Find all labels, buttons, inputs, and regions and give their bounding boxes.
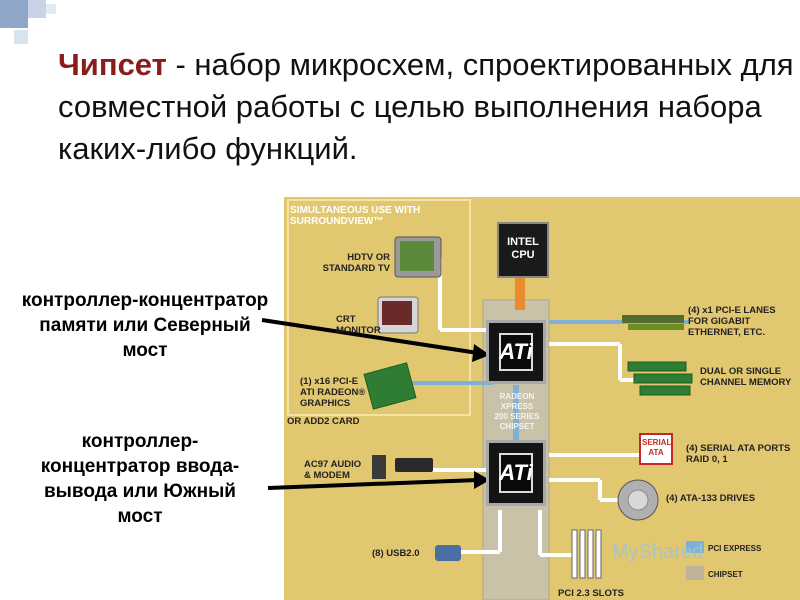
pcie-slot-icon <box>622 315 684 323</box>
ata-label: (4) ATA-133 DRIVES <box>666 493 756 504</box>
south-bridge-callout: контроллер-концентратор ввода-вывода или… <box>40 431 240 527</box>
surroundview-label: SIMULTANEOUS USE WITH SURROUNDVIEW™ <box>290 205 421 227</box>
cpu-chip: INTEL CPU <box>497 222 549 278</box>
page-title: Чипсет - набор микросхем, спроектированн… <box>58 44 798 170</box>
crt-label: CRT MONITOR <box>336 314 381 336</box>
pci-slot-icon-2 <box>579 529 586 579</box>
south-bridge-arrowhead <box>474 471 490 489</box>
graphics-card-icon <box>363 362 417 410</box>
north-bridge-chip: ATi <box>486 320 546 384</box>
north-bridge-callout: контроллер-концентратор памяти или Север… <box>21 290 269 361</box>
memory-module-icon-2 <box>633 373 693 384</box>
serial-ata-badge-label: SERIAL ATA <box>642 438 672 457</box>
hdtv-label: HDTV OR STANDARD TV <box>322 252 390 274</box>
pcie-slot-icon-2 <box>628 324 684 330</box>
corner-square-medium <box>28 0 46 18</box>
legend-chipset-swatch <box>686 566 704 580</box>
corner-square-small-2 <box>46 4 56 14</box>
cpu-bus <box>515 276 525 310</box>
usb-label: (8) USB2.0 <box>372 548 420 559</box>
pci-slot-icon <box>571 529 578 579</box>
corner-square-large <box>0 0 28 28</box>
graphics-label: (1) x16 PCI-E ATI RADEON® GRAPHICS <box>300 376 366 409</box>
audio-device-icon-2 <box>372 455 386 479</box>
pci-slot-icon-3 <box>587 529 594 579</box>
audio-label: AC97 AUDIO & MODEM <box>304 459 362 481</box>
sata-label: (4) SERIAL ATA PORTS RAID 0, 1 <box>686 443 791 465</box>
pci-slots-label: PCI 2.3 SLOTS <box>558 588 624 599</box>
hard-drive-platter <box>627 489 649 511</box>
title-definition: - набор микросхем, спроектированных для … <box>58 47 794 166</box>
add2-label: OR ADD2 CARD <box>287 416 360 427</box>
pcie-lanes-label: (4) x1 PCI-E LANES FOR GIGABIT ETHERNET,… <box>688 305 776 338</box>
south-bridge-arrow <box>267 478 479 490</box>
memory-module-icon <box>627 361 687 372</box>
north-bridge-arrowhead <box>472 344 490 362</box>
surroundview-box <box>287 199 471 416</box>
ati-logo: ATi <box>499 333 533 371</box>
usb-icon <box>435 545 461 561</box>
memory-label: DUAL OR SINGLE CHANNEL MEMORY <box>700 366 792 388</box>
audio-device-icon <box>395 458 433 472</box>
legend-pcie-label: PCI EXPRESS <box>708 544 762 553</box>
legend-pcie-swatch <box>686 541 704 553</box>
legend-chipset-label: CHIPSET <box>708 570 743 579</box>
serial-ata-badge <box>639 433 673 465</box>
pci-slot-icon-4 <box>595 529 602 579</box>
memory-module-icon-3 <box>639 385 691 396</box>
south-bridge-chip: ATi <box>486 440 546 506</box>
north-bridge-arrow <box>261 318 479 355</box>
tv-screen <box>400 241 434 271</box>
chipset-name-label: RADEON XPRESS 200 SERIES CHIPSET <box>494 392 540 431</box>
corner-square-small <box>14 30 28 44</box>
ati-logo-2: ATi <box>499 453 533 493</box>
crt-screen <box>382 301 412 325</box>
title-keyword: Чипсет <box>58 47 167 82</box>
watermark-text: MyShared <box>612 541 704 563</box>
